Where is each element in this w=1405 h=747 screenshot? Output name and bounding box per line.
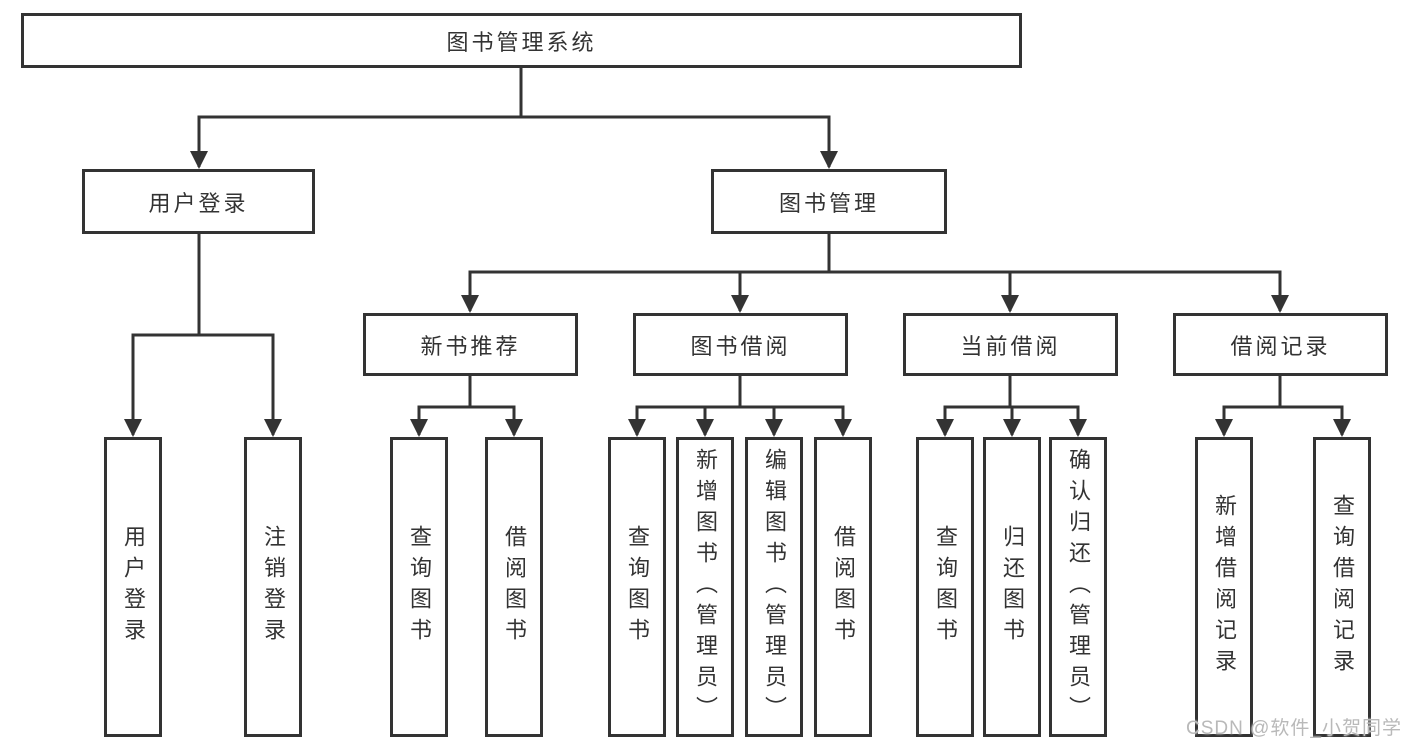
node-root: 图书管理系统 [21,13,1022,68]
node-new-book-recommend: 新书推荐 [363,313,578,376]
leaf-logout-label: 注销登录 [261,525,286,649]
leaf-borrow-book: 借阅图书 [814,437,872,737]
leaf-user-login-label: 用户登录 [121,525,146,649]
node-user-login: 用户登录 [82,169,315,234]
leaf-query-borrow-record: 查询借阅记录 [1313,437,1371,737]
csdn-watermark: CSDN @软件_小贺同学 [1186,718,1402,739]
node-borrowing-records-label: 借阅记录 [1230,333,1331,359]
leaf-query-book-current-label: 查询图书 [933,525,958,649]
node-user-login-label: 用户登录 [148,190,249,216]
leaf-edit-book-admin-label: 编辑图书（管理员） [762,447,787,727]
leaf-return-book: 归还图书 [983,437,1041,737]
leaf-query-book-borrow-label: 查询图书 [625,525,650,649]
leaf-add-borrow-record: 新增借阅记录 [1195,437,1253,737]
leaf-query-book-borrow: 查询图书 [608,437,666,737]
leaf-add-borrow-record-label: 新增借阅记录 [1212,494,1237,680]
leaf-query-book-recommend-label: 查询图书 [407,525,432,649]
node-new-book-recommend-label: 新书推荐 [420,333,521,359]
leaf-add-book-admin-label: 新增图书（管理员） [693,447,718,727]
node-borrowing-records: 借阅记录 [1173,313,1388,376]
leaf-logout: 注销登录 [244,437,302,737]
node-root-label: 图书管理系统 [446,29,597,55]
leaf-confirm-return-admin-label: 确认归还（管理员） [1066,447,1091,727]
node-current-borrowing-label: 当前借阅 [960,333,1061,359]
leaf-query-book-recommend: 查询图书 [390,437,448,737]
leaf-edit-book-admin: 编辑图书（管理员） [745,437,803,737]
node-book-borrowing-label: 图书借阅 [690,333,791,359]
leaf-query-borrow-record-label: 查询借阅记录 [1330,494,1355,680]
leaf-borrow-book-label: 借阅图书 [831,525,856,649]
leaf-borrow-book-recommend: 借阅图书 [485,437,543,737]
node-book-management-label: 图书管理 [778,190,879,216]
leaf-confirm-return-admin: 确认归还（管理员） [1049,437,1107,737]
node-book-borrowing: 图书借阅 [633,313,848,376]
leaf-borrow-book-recommend-label: 借阅图书 [502,525,527,649]
node-current-borrowing: 当前借阅 [903,313,1118,376]
leaf-add-book-admin: 新增图书（管理员） [676,437,734,737]
leaf-user-login: 用户登录 [104,437,162,737]
leaf-query-book-current: 查询图书 [916,437,974,737]
leaf-return-book-label: 归还图书 [1000,525,1025,649]
node-book-management: 图书管理 [711,169,947,234]
